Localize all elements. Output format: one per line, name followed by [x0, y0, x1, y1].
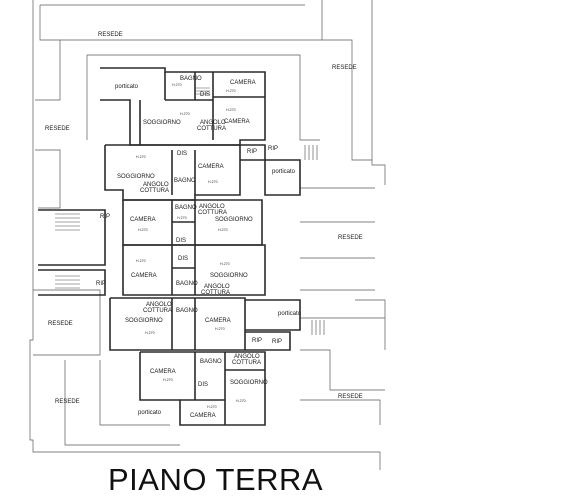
height-label: H.270 [215, 327, 225, 331]
room-label: COTTURA [198, 210, 227, 216]
room-label: RESEDE [45, 126, 70, 132]
room-label: SOGGIORNO [125, 318, 163, 324]
height-label: H.270 [218, 228, 228, 232]
room-label: SOGGIORNO [230, 380, 268, 386]
height-label: H.270 [136, 259, 146, 263]
room-label: CAMERA [131, 273, 157, 279]
room-label: SOGGIORNO [210, 273, 248, 279]
stair-hatching [55, 87, 325, 335]
room-label: ANGOLO [200, 120, 226, 126]
lot-boundaries [29, 0, 386, 470]
room-labels: RESEDE RESEDE RESEDE RESEDE RESEDE RESED… [45, 32, 363, 419]
room-label: ANGOLO [234, 354, 260, 360]
room-label: COTTURA [143, 308, 172, 314]
room-label: CAMERA [198, 164, 224, 170]
room-label: BAGNO [180, 76, 202, 82]
room-label: RIP [247, 149, 257, 155]
room-label: RESEDE [98, 32, 123, 38]
room-label: CAMERA [230, 80, 256, 86]
room-label: ANGOLO [146, 302, 172, 308]
room-label: porticato [272, 169, 296, 175]
room-label: ANGOLO [143, 182, 169, 188]
room-label: RIP [268, 146, 278, 152]
height-label: H.270 [163, 378, 173, 382]
room-label: RIP [100, 214, 110, 220]
room-label: RESEDE [55, 399, 80, 405]
room-label: COTTURA [197, 126, 226, 132]
height-label: H.270 [226, 89, 236, 93]
room-label: RIP [252, 338, 262, 344]
room-label: RIP [272, 339, 282, 345]
room-label: RESEDE [332, 65, 357, 71]
room-label: SOGGIORNO [117, 174, 155, 180]
height-label: H.270 [136, 155, 146, 159]
height-label: H.270 [172, 83, 182, 87]
room-label: DIS [177, 151, 187, 157]
room-label: CAMERA [130, 217, 156, 223]
room-label: porticato [115, 84, 139, 90]
room-label: DIS [178, 256, 188, 262]
building-walls [38, 67, 301, 426]
room-label: RESEDE [338, 235, 363, 241]
height-label: H.270 [207, 405, 217, 409]
height-label: H.270 [180, 112, 190, 116]
room-label: DIS [176, 238, 186, 244]
room-label: BAGNO [176, 308, 198, 314]
height-label: H.270 [208, 180, 218, 184]
page-title: PIANO TERRA [108, 462, 323, 497]
room-label: CAMERA [150, 369, 176, 375]
room-label: porticato [278, 311, 302, 317]
height-label: H.270 [145, 331, 155, 335]
height-label: H.270 [226, 108, 236, 112]
height-label: H.270 [220, 262, 230, 266]
room-label: DIS [198, 382, 208, 388]
room-label: RESEDE [48, 321, 73, 327]
room-label: BAGNO [175, 205, 197, 211]
room-label: CAMERA [224, 119, 250, 125]
room-label: DIS [200, 92, 210, 98]
height-label: H.270 [138, 228, 148, 232]
room-label: COTTURA [201, 290, 230, 296]
room-label: SOGGIORNO [215, 217, 253, 223]
height-label: H.270 [177, 216, 187, 220]
room-label: BAGNO [176, 281, 198, 287]
room-label: COTTURA [140, 188, 169, 194]
room-label: BAGNO [200, 359, 222, 365]
room-label: BAGNO [174, 178, 196, 184]
room-label: COTTURA [232, 360, 261, 366]
room-label: porticato [138, 410, 162, 416]
room-label: CAMERA [190, 413, 216, 419]
height-label: H.270 [236, 399, 246, 403]
room-label: RESEDE [338, 394, 363, 400]
room-label: ANGOLO [204, 284, 230, 290]
room-label: ANGOLO [199, 204, 225, 210]
room-label: CAMERA [205, 318, 231, 324]
room-label: SOGGIORNO [143, 120, 181, 126]
room-label: RIP [96, 281, 106, 287]
